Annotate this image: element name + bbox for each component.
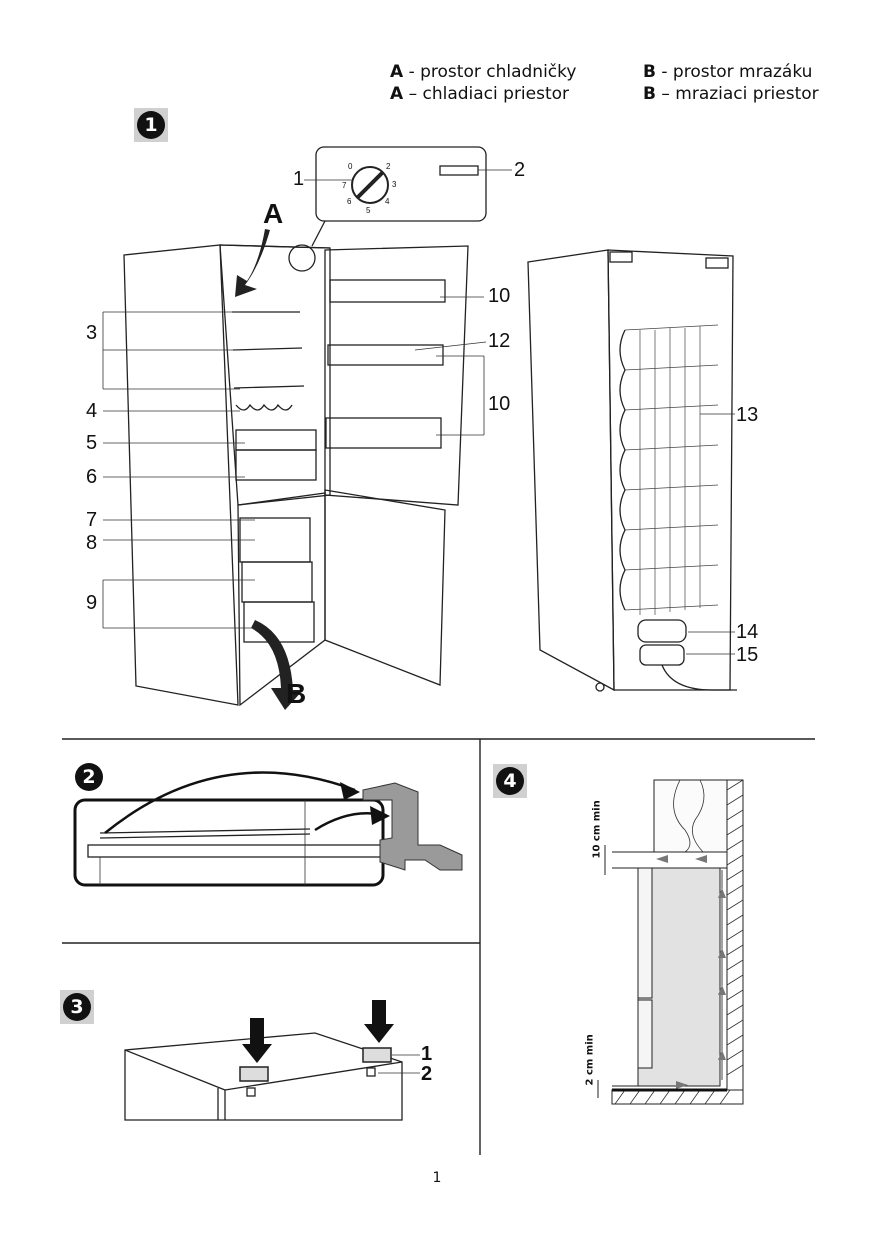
legend-b: B - prostor mrazáku B – mraziaci priesto… [643, 61, 819, 105]
figure-2-number: 2 [75, 763, 103, 791]
legend-a-line2: – chladiaci priestor [403, 84, 570, 104]
callout-3: 3 [86, 322, 98, 344]
dial-label-0: 0 [348, 162, 353, 171]
dial-label-3: 3 [392, 180, 397, 189]
dial-label-5: 5 [366, 206, 371, 215]
fig3-callout-2: 2 [421, 1063, 433, 1085]
callout-10-bottom: 10 [488, 393, 511, 415]
callout-2: 2 [514, 159, 526, 181]
dial-label-4: 4 [385, 197, 390, 206]
legend-a-letter: A [390, 62, 404, 82]
figure-2-badge: 2 [72, 760, 106, 794]
fridge-back-drawing [527, 249, 737, 692]
arrow-a-label: A [263, 198, 284, 229]
figure-4-number: 4 [496, 767, 524, 795]
legend-b-letter: B [643, 62, 656, 82]
legend-a-line1: - prostor chladničky [403, 62, 577, 82]
callout-15: 15 [736, 644, 759, 666]
page-number: 1 [432, 1170, 442, 1186]
legend-a: A - prostor chladničky A – chladiaci pri… [390, 61, 576, 105]
fig3-drawing [124, 1000, 420, 1121]
callout-4: 4 [86, 400, 98, 422]
callout-12: 12 [488, 330, 511, 352]
callout-5: 5 [86, 432, 98, 454]
fig2-drawing [73, 771, 463, 887]
callout-1: 1 [293, 168, 305, 190]
fig3-callout-1: 1 [421, 1043, 433, 1065]
callout-6: 6 [86, 466, 98, 488]
figure-3-badge: 3 [60, 990, 94, 1024]
callout-13: 13 [736, 404, 759, 426]
dial-label-7: 7 [342, 181, 347, 190]
figure-4-badge: 4 [493, 764, 527, 798]
callout-8: 8 [86, 532, 98, 554]
callout-7: 7 [86, 509, 98, 531]
legend-b-line2: – mraziaci priestor [655, 84, 819, 104]
figure-3-number: 3 [63, 993, 91, 1021]
dial-label-2: 2 [386, 162, 391, 171]
dial-label-6: 6 [347, 197, 352, 206]
legend-b-line1: - prostor mrazáku [655, 62, 813, 82]
bottom-gap-label: 2 cm min [584, 1034, 596, 1086]
arrow-b-label: B [286, 678, 307, 709]
figure-1-badge: 1 [134, 108, 168, 142]
top-gap-label: 10 cm min [591, 800, 603, 859]
legend-b-letter-2: B [643, 84, 656, 104]
callout-10-top: 10 [488, 285, 511, 307]
fridge-front-drawing [102, 146, 512, 710]
legend-a-letter-2: A [390, 84, 404, 104]
fig4-drawing [597, 779, 744, 1105]
callout-9: 9 [86, 592, 98, 614]
callout-14: 14 [736, 621, 759, 643]
figure-1-number: 1 [137, 111, 165, 139]
